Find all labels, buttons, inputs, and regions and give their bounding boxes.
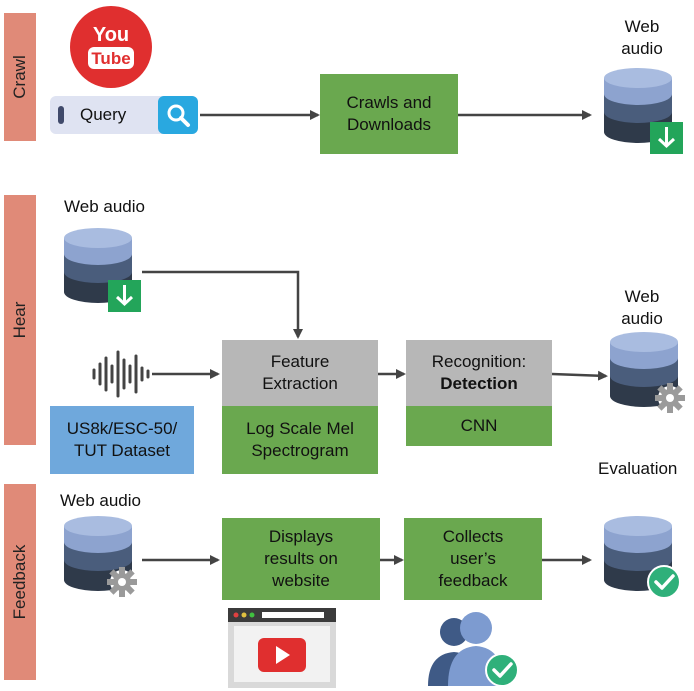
hear-output-label-line-1: Web (624, 287, 660, 306)
hear-output-label: Web audio (606, 286, 678, 330)
feature-extraction-box: Feature Extraction (222, 340, 378, 406)
database-download-icon (604, 68, 683, 154)
collects-line-2: user’s (450, 549, 496, 568)
feedback-input-label: Web audio (60, 491, 141, 510)
cursor-bar-icon (58, 106, 64, 124)
hear-output-label-line-2: audio (621, 309, 663, 328)
crawl-output-label-line-1: Web (624, 17, 660, 36)
query-search-bar[interactable]: Query (50, 96, 198, 134)
stage-feedback: Feedback (4, 484, 36, 680)
database-download-icon (64, 228, 141, 312)
youtube-icon: You Tube (70, 6, 152, 88)
waveform-icon (92, 350, 150, 398)
arrow-webaudio-to-feature (142, 270, 303, 339)
evaluation-label: Evaluation (598, 459, 678, 478)
logmel-line-1: Log Scale Mel (246, 419, 354, 438)
recog-line-1: Recognition: (431, 352, 527, 371)
crawl-output-label-line-2: audio (621, 39, 663, 58)
query-label: Query (80, 105, 127, 124)
displays-line-1: Displays (268, 527, 334, 546)
displays-line-3: website (272, 571, 330, 590)
dataset-line-2: TUT Dataset (73, 441, 171, 460)
website-video-icon (228, 608, 336, 688)
stage-crawl: Crawl (4, 13, 36, 141)
log-mel-box: Log Scale Mel Spectrogram (222, 406, 378, 474)
crawl-output-label: Web audio (606, 16, 678, 60)
logmel-line-2: Spectrogram (251, 441, 349, 460)
dataset-line-1: US8k/ESC-50/ (66, 419, 178, 438)
database-gear-icon (610, 332, 685, 413)
recog-line-2: Detection (440, 374, 518, 393)
recognition-box: Recognition: Detection (406, 340, 552, 406)
crawls-downloads-box: Crawls and Downloads (320, 74, 458, 154)
database-gear-icon (64, 516, 137, 597)
search-button[interactable] (158, 96, 198, 134)
crawls-line-1: Crawls and (346, 93, 432, 112)
collects-line-3: feedback (438, 571, 508, 590)
youtube-tube-text: Tube (91, 49, 130, 68)
users-check-icon (428, 612, 519, 687)
cnn-box: CNN (406, 406, 552, 446)
hear-input-label: Web audio (64, 197, 145, 216)
collects-feedback-box: Collects user’s feedback (404, 518, 542, 600)
feature-line-1: Feature (270, 352, 330, 371)
displays-results-box: Displays results on website (222, 518, 380, 600)
youtube-you-text: You (93, 24, 129, 46)
collects-line-1: Collects (442, 527, 504, 546)
feature-line-2: Extraction (262, 374, 338, 393)
arrow-recog-to-webaudio (551, 370, 608, 381)
cnn-label: CNN (460, 416, 498, 435)
displays-line-2: results on (264, 549, 338, 568)
crawls-line-2: Downloads (346, 115, 432, 134)
database-check-icon (604, 516, 681, 599)
search-icon (167, 104, 190, 127)
dataset-box: US8k/ESC-50/ TUT Dataset (50, 406, 194, 474)
stage-hear: Hear (4, 195, 36, 445)
